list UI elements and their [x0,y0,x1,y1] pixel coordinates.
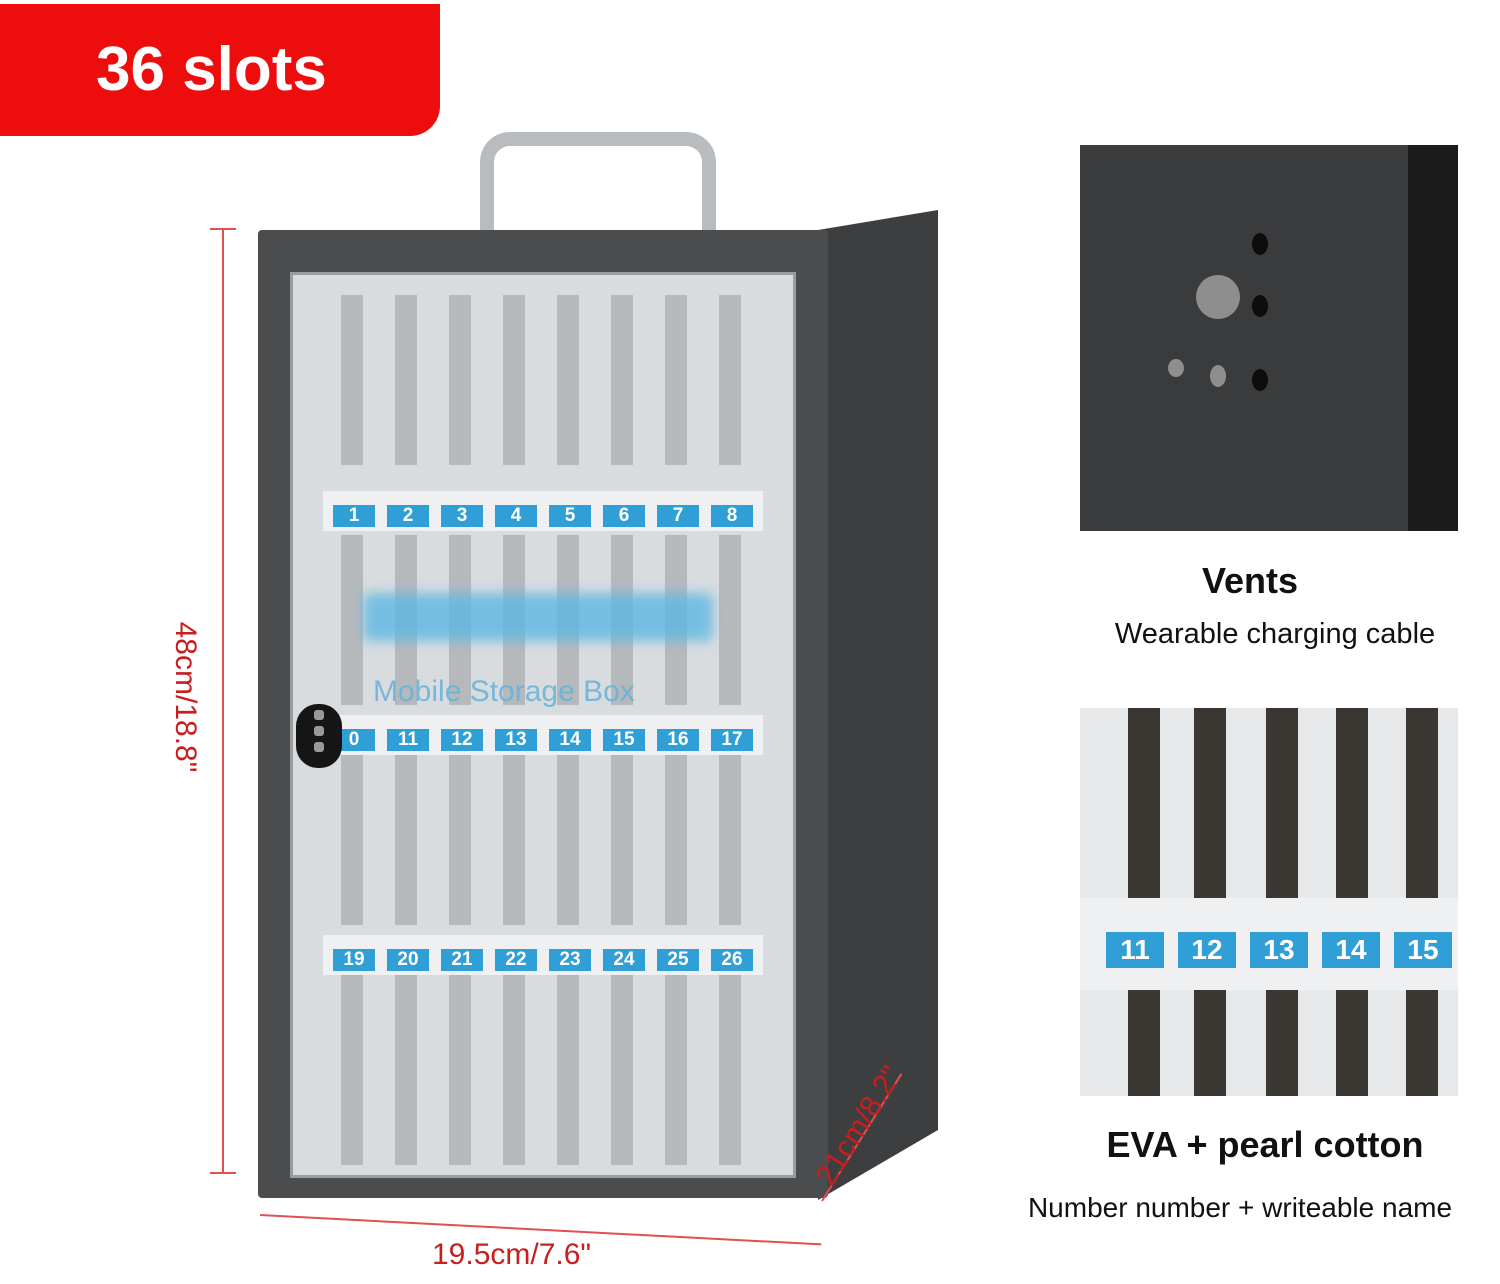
slot-number-tag: 19 [333,949,375,971]
vents-subtitle: Wearable charging cable [1114,618,1436,650]
vent-hole [1252,295,1268,317]
slot-number-tag: 21 [441,949,483,971]
slot-column [395,975,417,1165]
slot-column [719,975,741,1165]
vent-hole [1252,233,1268,255]
carry-handle [480,132,716,232]
slot-number-tag: 3 [441,505,483,527]
vent-hole [1168,359,1184,377]
height-dimension-cap-bottom [210,1172,236,1174]
blurred-brand-text [363,593,713,641]
slot-number-tag: 5 [549,505,591,527]
material-title: EVA + pearl cotton [1106,1124,1424,1165]
slot-number-tag: 22 [495,949,537,971]
badge-text: 36 slots [96,35,327,104]
slot-number-tag: 12 [441,729,483,751]
mobile-storage-label: Mobile Storage Box [373,675,635,708]
material-subtitle: Number number + writeable name [1027,1192,1453,1223]
slot-number-tag: 25 [657,949,699,971]
height-dimension-cap-top [210,228,236,230]
slot-column [341,755,363,925]
slot-column [341,975,363,1165]
vents-title: Vents [1201,560,1299,601]
slot-column [341,535,363,705]
slot-number-tag: 24 [603,949,645,971]
slot-number-tag: 0 [333,729,375,751]
vent-hole [1210,365,1226,387]
slot-column [665,975,687,1165]
slots-photo: 11 12 13 14 15 [1080,708,1458,1096]
slot-column [665,755,687,925]
slot-number-tag: 12 [1178,932,1236,968]
slot-number-tag: 14 [1322,932,1380,968]
slot-number-tag: 13 [1250,932,1308,968]
slot-column [449,295,471,465]
slot-column [503,975,525,1165]
slot-number-tag: 15 [1394,932,1452,968]
slot-column [449,755,471,925]
vents-photo [1080,145,1458,531]
slot-number-tag: 13 [495,729,537,751]
slot-column [395,295,417,465]
slots-badge: 36 slots [0,4,440,136]
slot-column [611,975,633,1165]
slot-number-tag: 17 [711,729,753,751]
slot-number-tag: 20 [387,949,429,971]
slot-column [719,535,741,705]
slot-number-tag: 7 [657,505,699,527]
slot-column [395,755,417,925]
slot-column [611,295,633,465]
slot-column [611,755,633,925]
slot-number-tag: 4 [495,505,537,527]
slot-number-tag: 11 [1106,932,1164,968]
slot-number-tag: 1 [333,505,375,527]
slot-number-tag: 26 [711,949,753,971]
slot-number-tag: 6 [603,505,645,527]
height-label: 48cm/18.8" [169,621,202,773]
slot-column [557,975,579,1165]
slot-column [719,755,741,925]
slot-number-tag: 8 [711,505,753,527]
number-strip-2: 0 11 12 13 14 15 16 17 [323,715,763,755]
vents-photo-edge [1408,145,1458,531]
slot-column [665,295,687,465]
slot-number-tag: 16 [657,729,699,751]
width-label: 19.5cm/7.6" [432,1238,592,1271]
slot-number-tag: 23 [549,949,591,971]
slot-column [341,295,363,465]
slot-number-tag: 14 [549,729,591,751]
slot-column [503,755,525,925]
vent-hole-large [1196,275,1240,319]
slot-number-tag: 2 [387,505,429,527]
slot-column [503,295,525,465]
slot-number-tag: 11 [387,729,429,751]
slot-number-tag: 15 [603,729,645,751]
combination-lock[interactable] [296,704,342,768]
vent-hole [1252,369,1268,391]
slot-column [449,975,471,1165]
number-strip-3: 19 20 21 22 23 24 25 26 [323,935,763,975]
cabinet-side [818,210,938,1200]
slot-column [719,295,741,465]
slot-column [557,295,579,465]
slot-column [557,755,579,925]
height-dimension-line [222,228,224,1174]
